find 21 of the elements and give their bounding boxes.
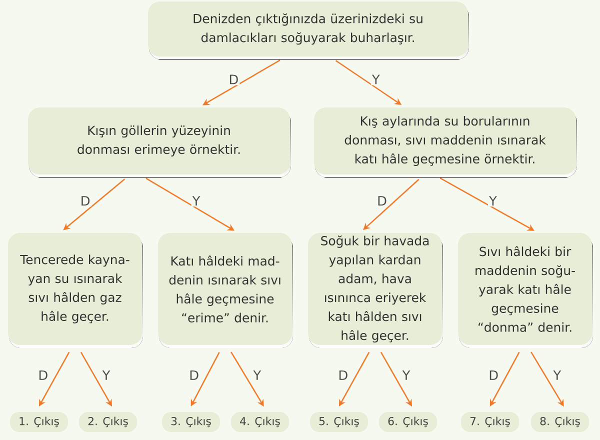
edge-label: D [190, 370, 198, 380]
decision-box: Sıvı hâldeki bir maddenin soğu- yarak katı hâle geçmesine “donma” denir. [458, 233, 592, 345]
decision-box: Kışın göllerin yüzeyinin donması erimeye örnektir. [28, 108, 290, 174]
edge-label: Y [253, 370, 262, 380]
edge-label: D [490, 370, 498, 380]
edge-label: Y [192, 196, 200, 206]
edge-label: Y [372, 74, 380, 84]
edge-label: D [39, 370, 48, 380]
edge-label: Y [553, 370, 562, 380]
decision-box: Kış aylarında su borularının donması, sıvı maddenin ısınarak katı hâle geçmesine örnektir. [314, 108, 576, 174]
decision-box: Soğuk bir havada yapılan kardan adam, hava ısınınca eriyerek katı hâlden sıvı hâle geçer. [308, 233, 442, 345]
edge-label: Y [402, 370, 410, 380]
decision-box: Denizden çıktığınızda üzerinizdeki su damlacıkları soğuyarak buharlaşır. [148, 2, 468, 56]
edge-label: D [378, 196, 386, 206]
decision-box: Tencerede kayna- yan su ısınarak sıvı hâlden gaz hâle geçer. [8, 233, 142, 345]
edge-label: D [230, 74, 238, 84]
edge-label: Y [488, 196, 497, 206]
decision-box: Katı hâldeki mad- denin ısınarak sıvı hâle geçmesine “erime” denir. [158, 233, 292, 345]
edge-label: D [82, 196, 90, 206]
edge-label: Y [102, 370, 110, 380]
edge-label: D [339, 370, 348, 380]
